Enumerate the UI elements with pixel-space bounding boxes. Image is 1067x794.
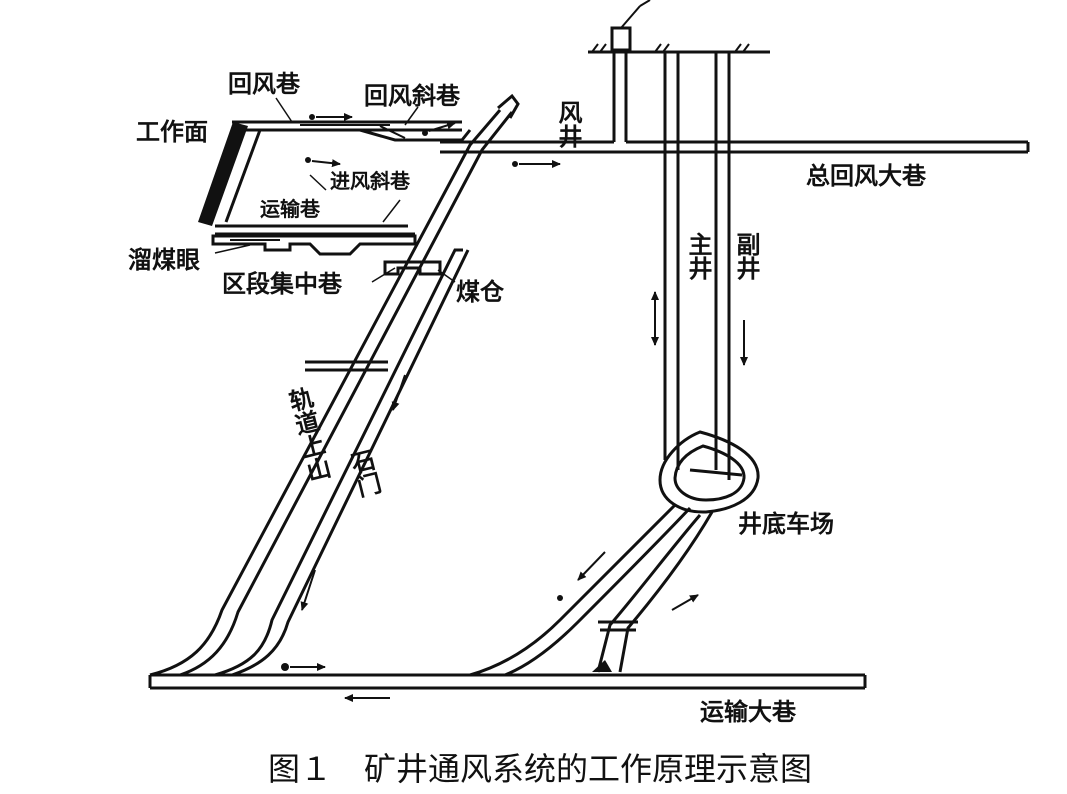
label-coal-bunker: 煤仓 — [456, 278, 505, 306]
label-haulage-roadway: 运输巷 — [260, 197, 321, 221]
label-return-air-roadway: 回风巷 — [228, 70, 301, 98]
main-return-airway — [440, 140, 1030, 154]
coal-bunker — [383, 260, 442, 276]
label-district-main-roadway: 区段集中巷 — [222, 270, 343, 298]
arrow-shaft-bottom-incline — [557, 551, 606, 601]
crosscut — [214, 248, 470, 677]
district-main-roadway — [211, 234, 417, 256]
label-shaft-bottom: 井底车场 — [738, 510, 834, 538]
return-air-roadway — [232, 120, 462, 132]
auxiliary-shaft — [714, 52, 731, 480]
arrow-haulage-right — [281, 663, 326, 671]
arrow-return-airway — [309, 113, 353, 121]
label-auxiliary-shaft: 副井 — [732, 232, 760, 281]
figure-caption: 图１ 矿井通风系统的工作原理示意图 — [268, 750, 812, 788]
shaft-bottom-inclines — [469, 503, 714, 677]
label-coal-chute: 溜煤眼 — [128, 246, 200, 274]
return-air-inclined — [359, 125, 472, 142]
label-rail-uphill: 轨道上山 — [282, 384, 333, 485]
arrow-shaft-bottom-right — [671, 594, 699, 611]
arrow-intake-inclined — [305, 157, 341, 168]
label-main-return-airway: 总回风大巷 — [806, 162, 927, 190]
label-return-air-inclined: 回风斜巷 — [364, 82, 461, 110]
arrow-return-inclined — [422, 121, 456, 136]
working-face — [198, 122, 262, 226]
panel-haulage-roadway — [215, 224, 415, 236]
rail-uphill — [149, 93, 520, 677]
main-haulage-roadway — [148, 673, 867, 690]
arrow-main-return — [512, 160, 561, 168]
label-ventilation-shaft: 风井 — [554, 100, 582, 149]
leader-lines — [214, 97, 456, 283]
label-main-haulage-roadway: 运输大巷 — [700, 698, 797, 726]
ground-surface — [588, 0, 770, 54]
shaft-bottom-loop — [658, 430, 760, 514]
arrow-crosscut-upper — [391, 374, 406, 411]
label-intake-inclined: 进风斜巷 — [330, 169, 411, 193]
label-working-face: 工作面 — [136, 118, 208, 146]
label-main-shaft: 主井 — [684, 232, 712, 281]
main-shaft — [663, 52, 680, 470]
airflow-arrows — [281, 113, 748, 702]
arrow-crosscut-lower — [300, 569, 316, 611]
ventilation-shaft — [612, 52, 628, 142]
